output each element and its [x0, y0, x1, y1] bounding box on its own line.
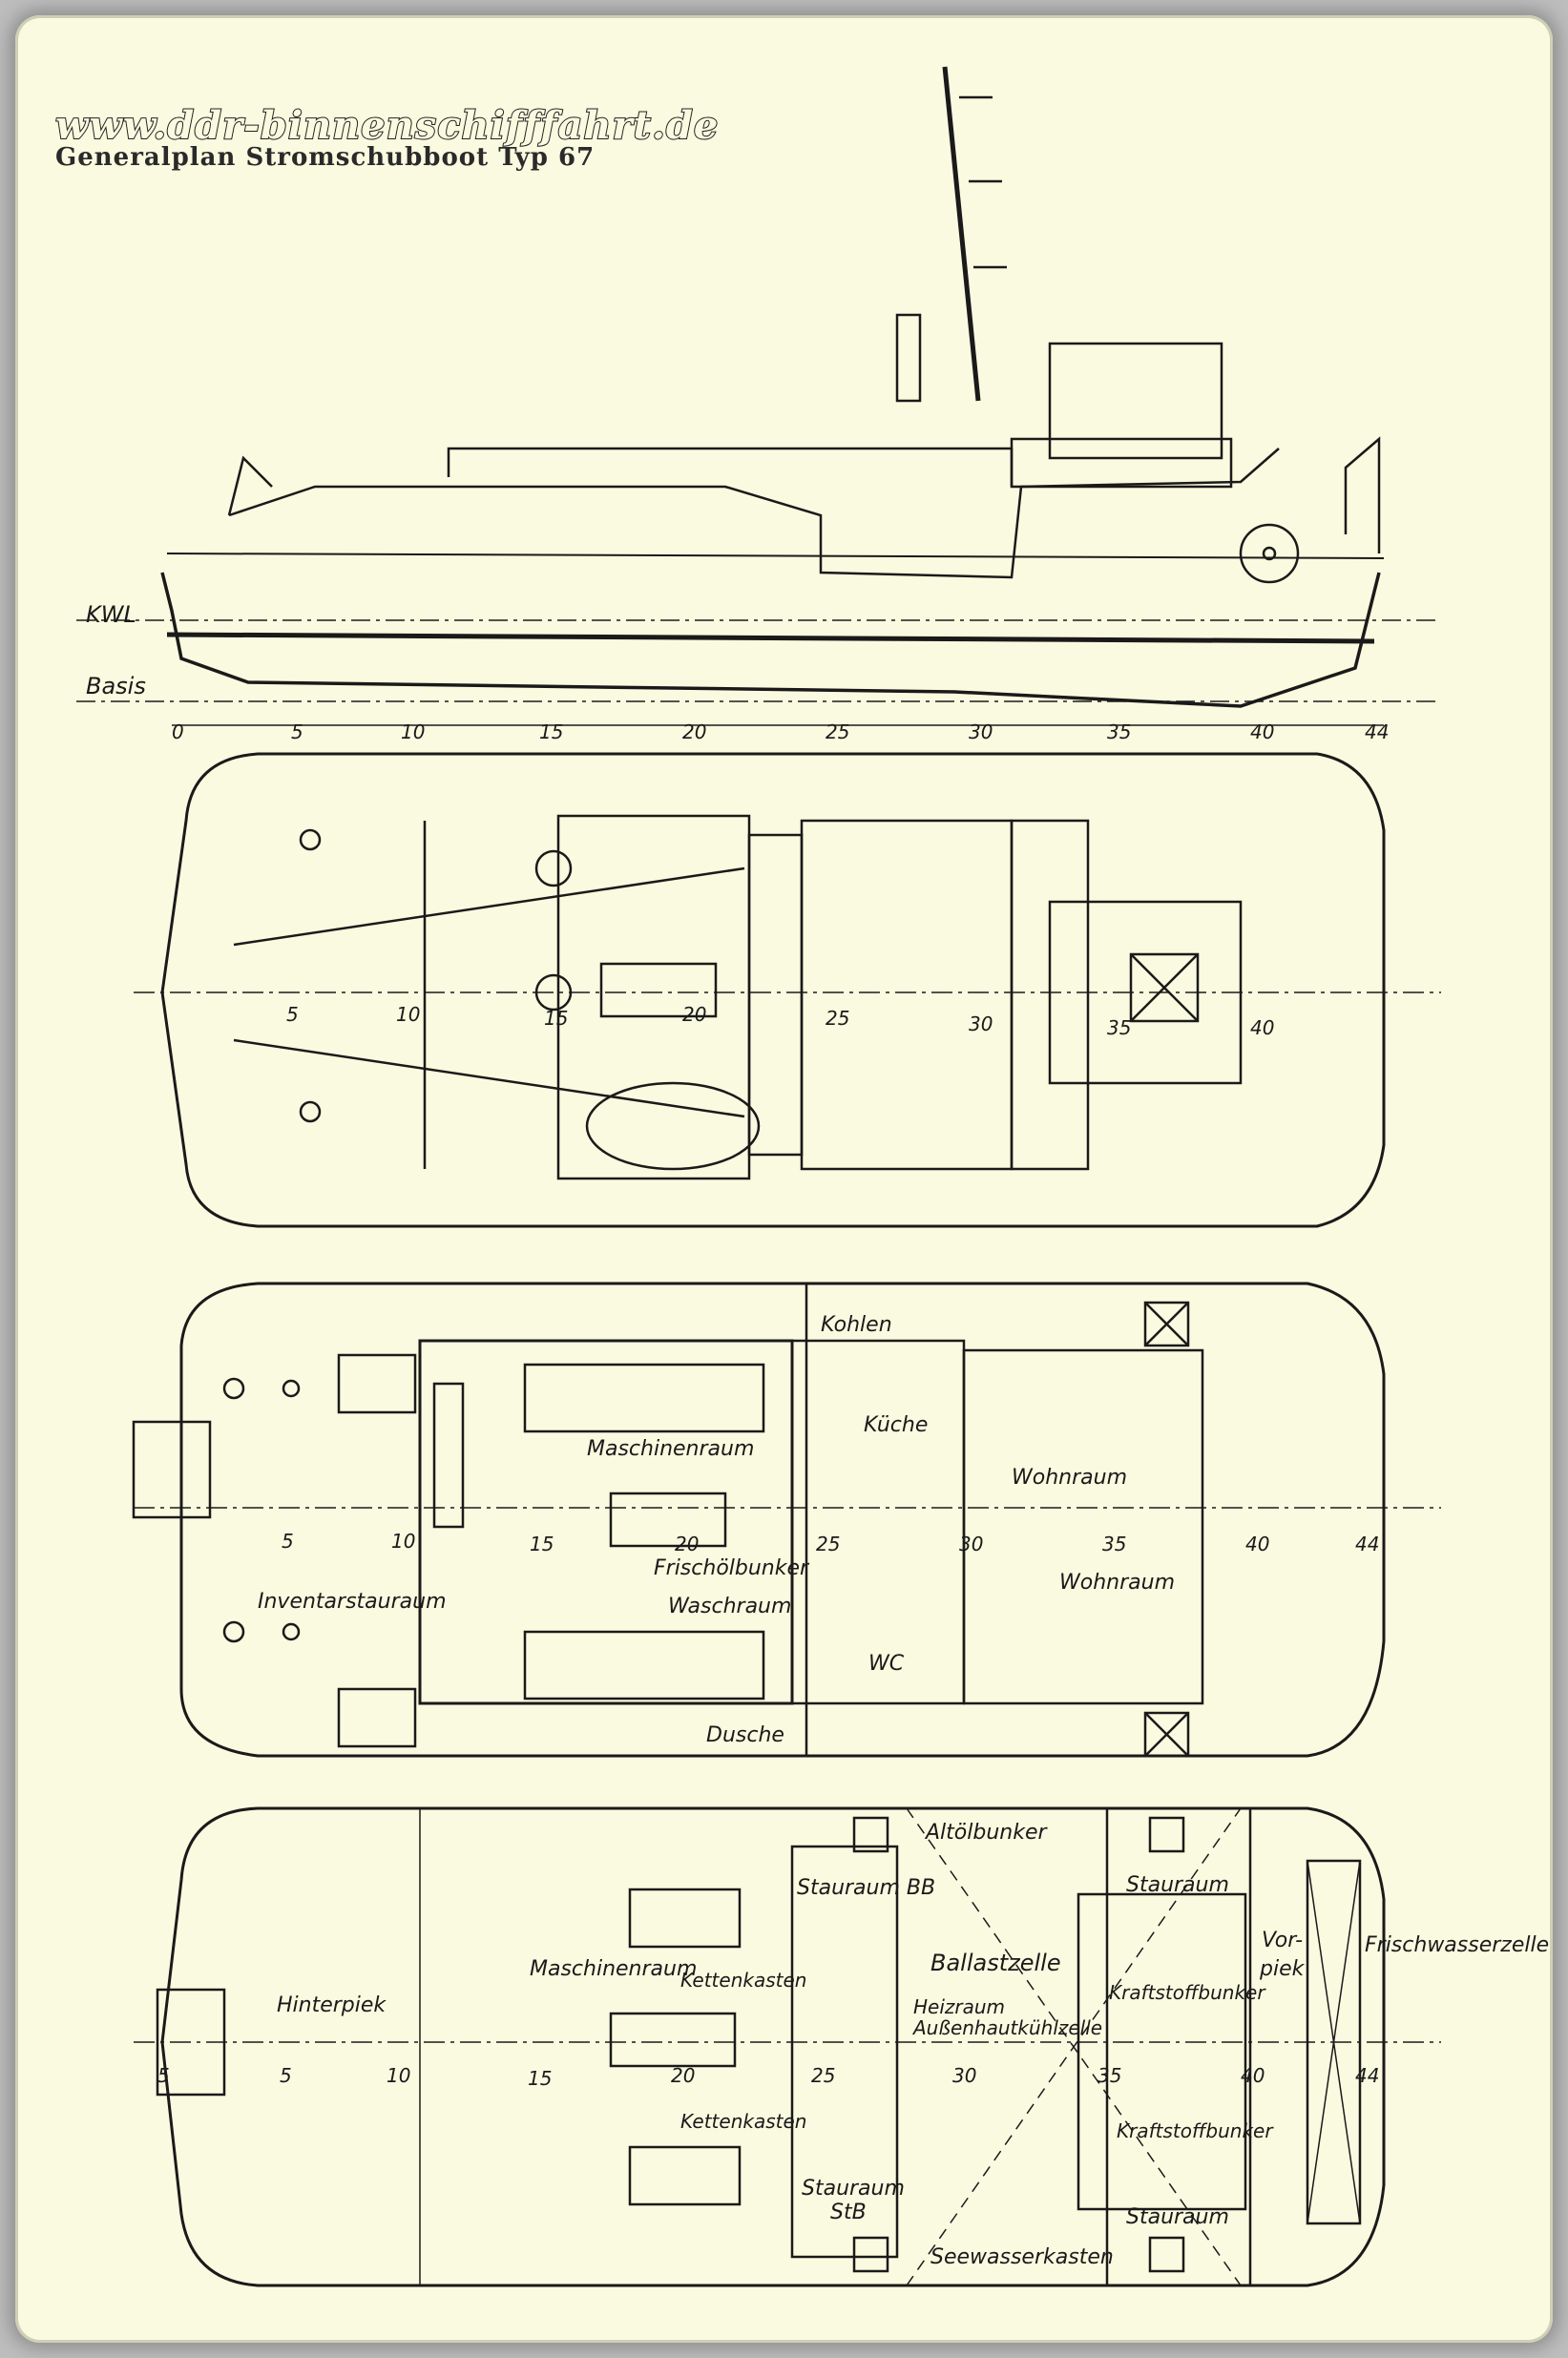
room-label-frischwasserzelle: Frischwasserzelle [1365, 1933, 1549, 1957]
room-label-waschraum: Waschraum [668, 1595, 791, 1618]
room-label-maschinenraum: Maschinenraum [587, 1437, 754, 1461]
main-deck-frame-number: 5 [282, 1530, 294, 1553]
lower-deck-frame-number: 25 [811, 2064, 835, 2087]
lower-deck-frame-number: 40 [1241, 2064, 1265, 2087]
room-label-vorpiek: piek [1259, 1957, 1306, 1981]
room-label-kueche: Küche [864, 1413, 928, 1437]
room-label-heizraum: Heizraum [913, 1995, 1005, 2018]
main-deck-plan [132, 1282, 1441, 1758]
basis-label: Basis [86, 673, 146, 699]
room-label-vorpiek: Vor- [1262, 1929, 1303, 1952]
deck-plan [134, 752, 1441, 1228]
side-elevation [76, 66, 1441, 726]
lower-deck-frame-number: 15 [528, 2067, 552, 2090]
deck-frame-number: 25 [826, 1007, 849, 1030]
main-deck-frame-number: 25 [816, 1533, 840, 1555]
room-label-kettenkasten: Kettenkasten [680, 1969, 806, 1992]
scale-tick: 0 [172, 720, 184, 743]
website-watermark: www.ddr-binnenschifffahrt.de [54, 102, 720, 149]
main-deck-frame-number: 44 [1355, 1533, 1379, 1555]
page-title: Generalplan Stromschubboot Typ 67 [55, 143, 596, 172]
room-label-seewasserkasten: Seewasserkasten [930, 2245, 1114, 2269]
lower-deck-plan [134, 1806, 1441, 2287]
scale-tick: 44 [1365, 720, 1389, 743]
deck-frame-number: 20 [682, 1003, 706, 1026]
main-deck-frame-number: 35 [1102, 1533, 1126, 1555]
lower-deck-frame-number: 10 [387, 2064, 410, 2087]
room-label-kraftstoffbunker: Kraftstoffbunker [1109, 1981, 1266, 2004]
room-label-wohnraum: Wohnraum [1012, 1466, 1127, 1490]
scale-tick: 10 [401, 720, 425, 743]
deck-frame-number: 40 [1250, 1016, 1274, 1039]
scale-tick: 40 [1250, 720, 1274, 743]
lower-deck-frame-number: 44 [1355, 2064, 1379, 2087]
main-deck-frame-number: 40 [1245, 1533, 1269, 1555]
scale-tick: 20 [682, 720, 706, 743]
room-label-dusche: Dusche [706, 1723, 784, 1747]
drawing-sheet [15, 15, 1553, 2343]
room-label-frischoelbunker: Frischölbunker [654, 1556, 810, 1580]
room-label-aussenhautkuehlzelle: Außenhautkühlzelle [911, 2016, 1102, 2039]
room-label-stauraum-stb: Stauraum [802, 2177, 905, 2201]
room-label-hinterpiek: Hinterpiek [277, 1993, 387, 2017]
scale-tick: 30 [969, 720, 993, 743]
room-label-inventarstauraum: Inventarstauraum [258, 1590, 447, 1614]
deck-frame-number: 35 [1107, 1016, 1131, 1039]
lower-deck-frame-number: 5 [280, 2064, 292, 2087]
room-label-stauraum-stb: StB [830, 2201, 867, 2224]
scale-tick: 35 [1107, 720, 1131, 743]
room-label-wohnraum: Wohnraum [1059, 1571, 1175, 1595]
main-deck-frame-number: 10 [391, 1530, 415, 1553]
room-label-kohlen: Kohlen [821, 1313, 892, 1337]
main-deck-frame-number: 20 [675, 1533, 699, 1555]
deck-frame-number: 30 [969, 1012, 993, 1035]
main-deck-frame-number: 15 [530, 1533, 554, 1555]
room-label-kraftstoffbunker: Kraftstoffbunker [1117, 2119, 1274, 2142]
lower-deck-frame-number: 35 [1098, 2064, 1121, 2087]
deck-frame-number: 5 [286, 1003, 299, 1026]
lower-deck-frame-number: 5 [157, 2064, 170, 2087]
room-label-stauraum: Stauraum [1126, 1873, 1229, 1897]
deck-frame-number: 10 [396, 1003, 420, 1026]
room-label-maschinenraum-lower: Maschinenraum [530, 1957, 697, 1981]
deck-frame-number: 15 [544, 1007, 568, 1030]
room-label-stauraum: Stauraum [1126, 2205, 1229, 2229]
scale-tick: 25 [826, 720, 849, 743]
room-label-wc: WC [868, 1652, 905, 1676]
room-label-ballastzelle: Ballastzelle [930, 1950, 1061, 1976]
room-label-kettenkasten: Kettenkasten [680, 2110, 806, 2133]
scale-tick: 5 [291, 720, 303, 743]
lower-deck-frame-number: 20 [671, 2064, 695, 2087]
kwl-label: KWL [86, 601, 136, 628]
room-label-stauraum-bb: Stauraum BB [797, 1876, 935, 1900]
room-label-altoelbunker: Altölbunker [924, 1821, 1048, 1845]
lower-deck-frame-number: 30 [952, 2064, 976, 2087]
main-deck-frame-number: 30 [959, 1533, 983, 1555]
scale-tick: 15 [539, 720, 563, 743]
